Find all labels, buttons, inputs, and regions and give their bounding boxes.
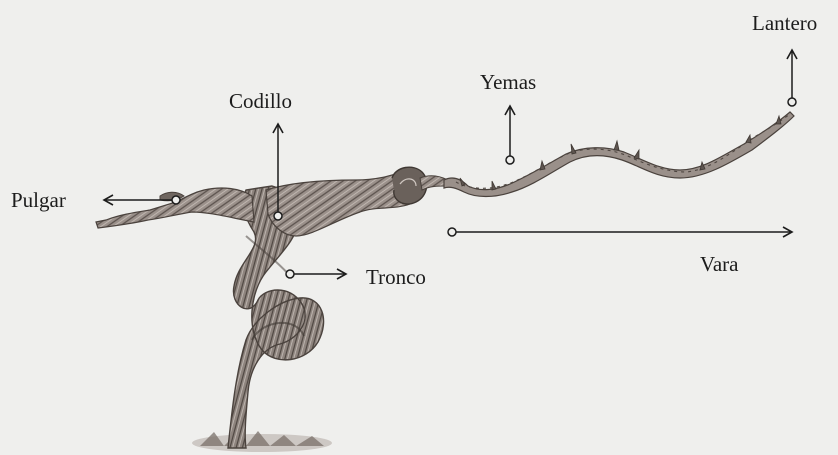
right-arm bbox=[266, 167, 448, 236]
left-arm bbox=[96, 188, 254, 228]
vara-dot bbox=[448, 228, 456, 236]
vine-cane bbox=[444, 112, 794, 197]
yemas-dot bbox=[506, 156, 514, 164]
ground-shadow bbox=[192, 431, 332, 452]
label-pulgar: Pulgar bbox=[11, 190, 66, 211]
lantero-dot bbox=[788, 98, 796, 106]
annotation-arrows bbox=[104, 50, 796, 278]
label-vara: Vara bbox=[700, 254, 738, 275]
tronco-dot bbox=[286, 270, 294, 278]
label-yemas: Yemas bbox=[480, 72, 536, 93]
codillo-dot bbox=[274, 212, 282, 220]
label-codillo: Codillo bbox=[229, 91, 292, 112]
label-lantero: Lantero bbox=[752, 13, 817, 34]
pulgar-dot bbox=[172, 196, 180, 204]
label-tronco: Tronco bbox=[366, 267, 426, 288]
